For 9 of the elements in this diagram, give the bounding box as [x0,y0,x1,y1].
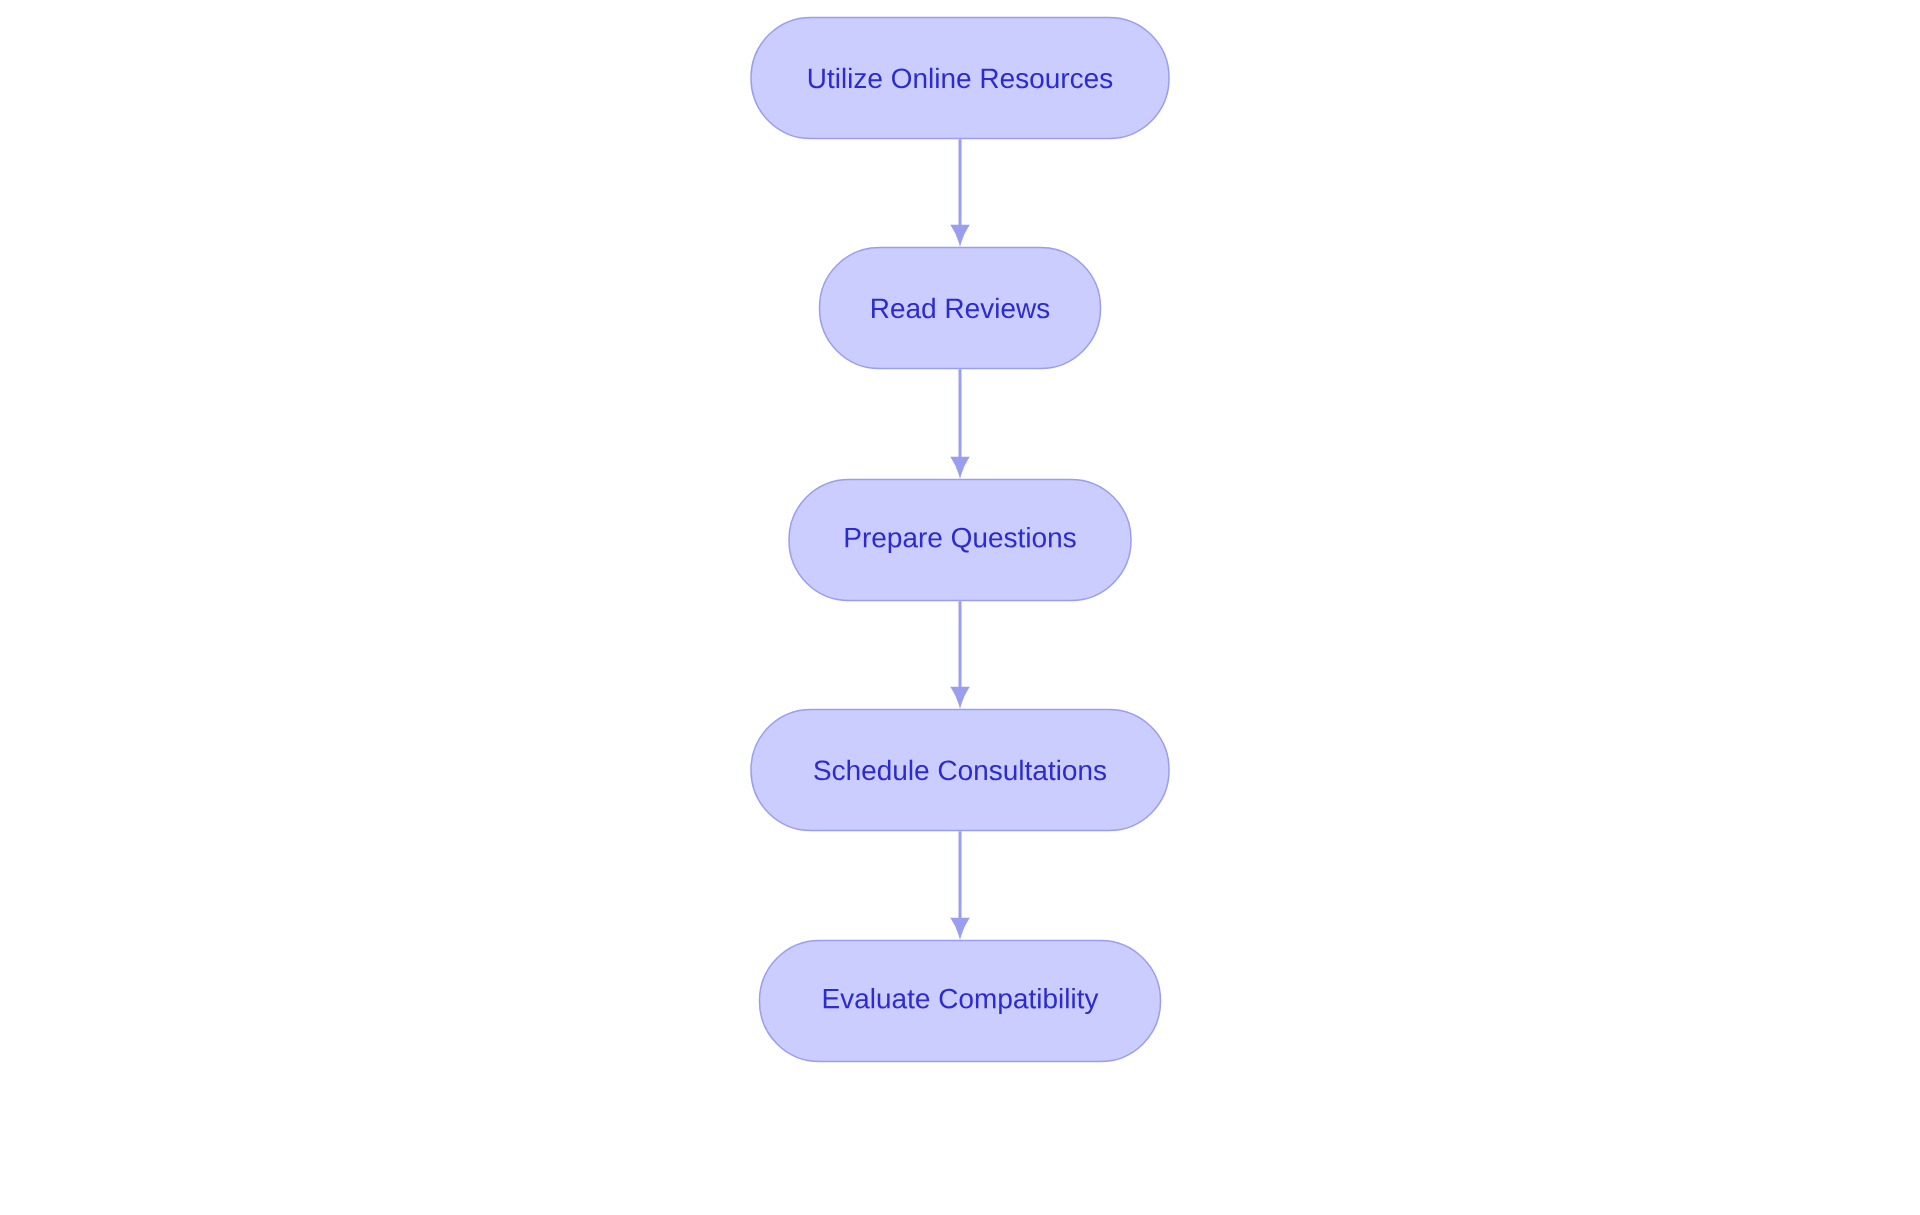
arrow [951,831,969,937]
arrow [951,369,969,476]
arrow [951,139,969,244]
arrow [951,601,969,706]
process-box: Prepare Questions [788,478,1132,602]
process-box: Schedule Consultations [750,708,1170,832]
process-box: Read Reviews [818,246,1102,370]
process-box: Utilize Online Resources [750,16,1170,140]
process-box: Evaluate Compatibility [758,939,1162,1063]
